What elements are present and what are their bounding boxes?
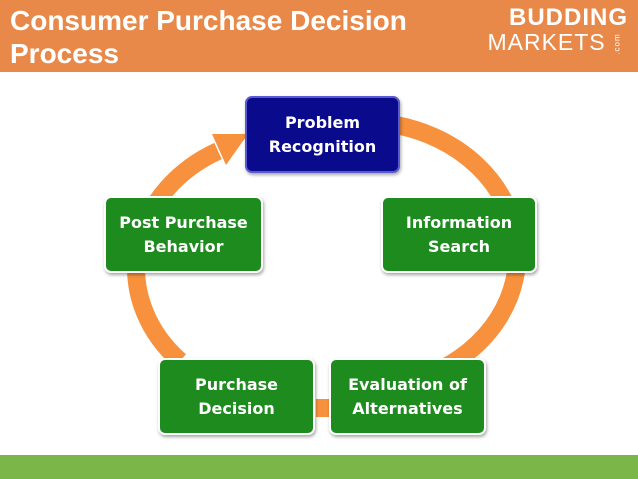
footer-bar bbox=[0, 455, 638, 479]
cycle-arrowhead bbox=[212, 134, 248, 165]
logo-text-markets-word: MARKETS bbox=[487, 29, 606, 55]
step-information-search: Information Search bbox=[381, 196, 537, 273]
step-purchase-decision: Purchase Decision bbox=[158, 358, 315, 435]
page-title: Consumer Purchase Decision Process bbox=[10, 5, 407, 69]
step-label: Problem Recognition bbox=[268, 112, 377, 156]
step-label: Evaluation of Alternatives bbox=[348, 374, 467, 418]
logo-text-budding: BUDDING bbox=[509, 4, 628, 31]
step-problem-recognition: Problem Recognition bbox=[245, 96, 400, 173]
step-label: Post Purchase Behavior bbox=[119, 212, 248, 256]
logo-text-markets: MARKETS.com bbox=[487, 29, 628, 55]
company-logo: BUDDING MARKETS.com bbox=[487, 4, 628, 55]
header-banner: Consumer Purchase Decision Process BUDDI… bbox=[0, 0, 638, 72]
step-label: Purchase Decision bbox=[194, 374, 279, 418]
step-evaluation-of-alternatives: Evaluation of Alternatives bbox=[329, 358, 486, 435]
step-label: Information Search bbox=[405, 212, 513, 256]
step-post-purchase-behavior: Post Purchase Behavior bbox=[104, 196, 263, 273]
